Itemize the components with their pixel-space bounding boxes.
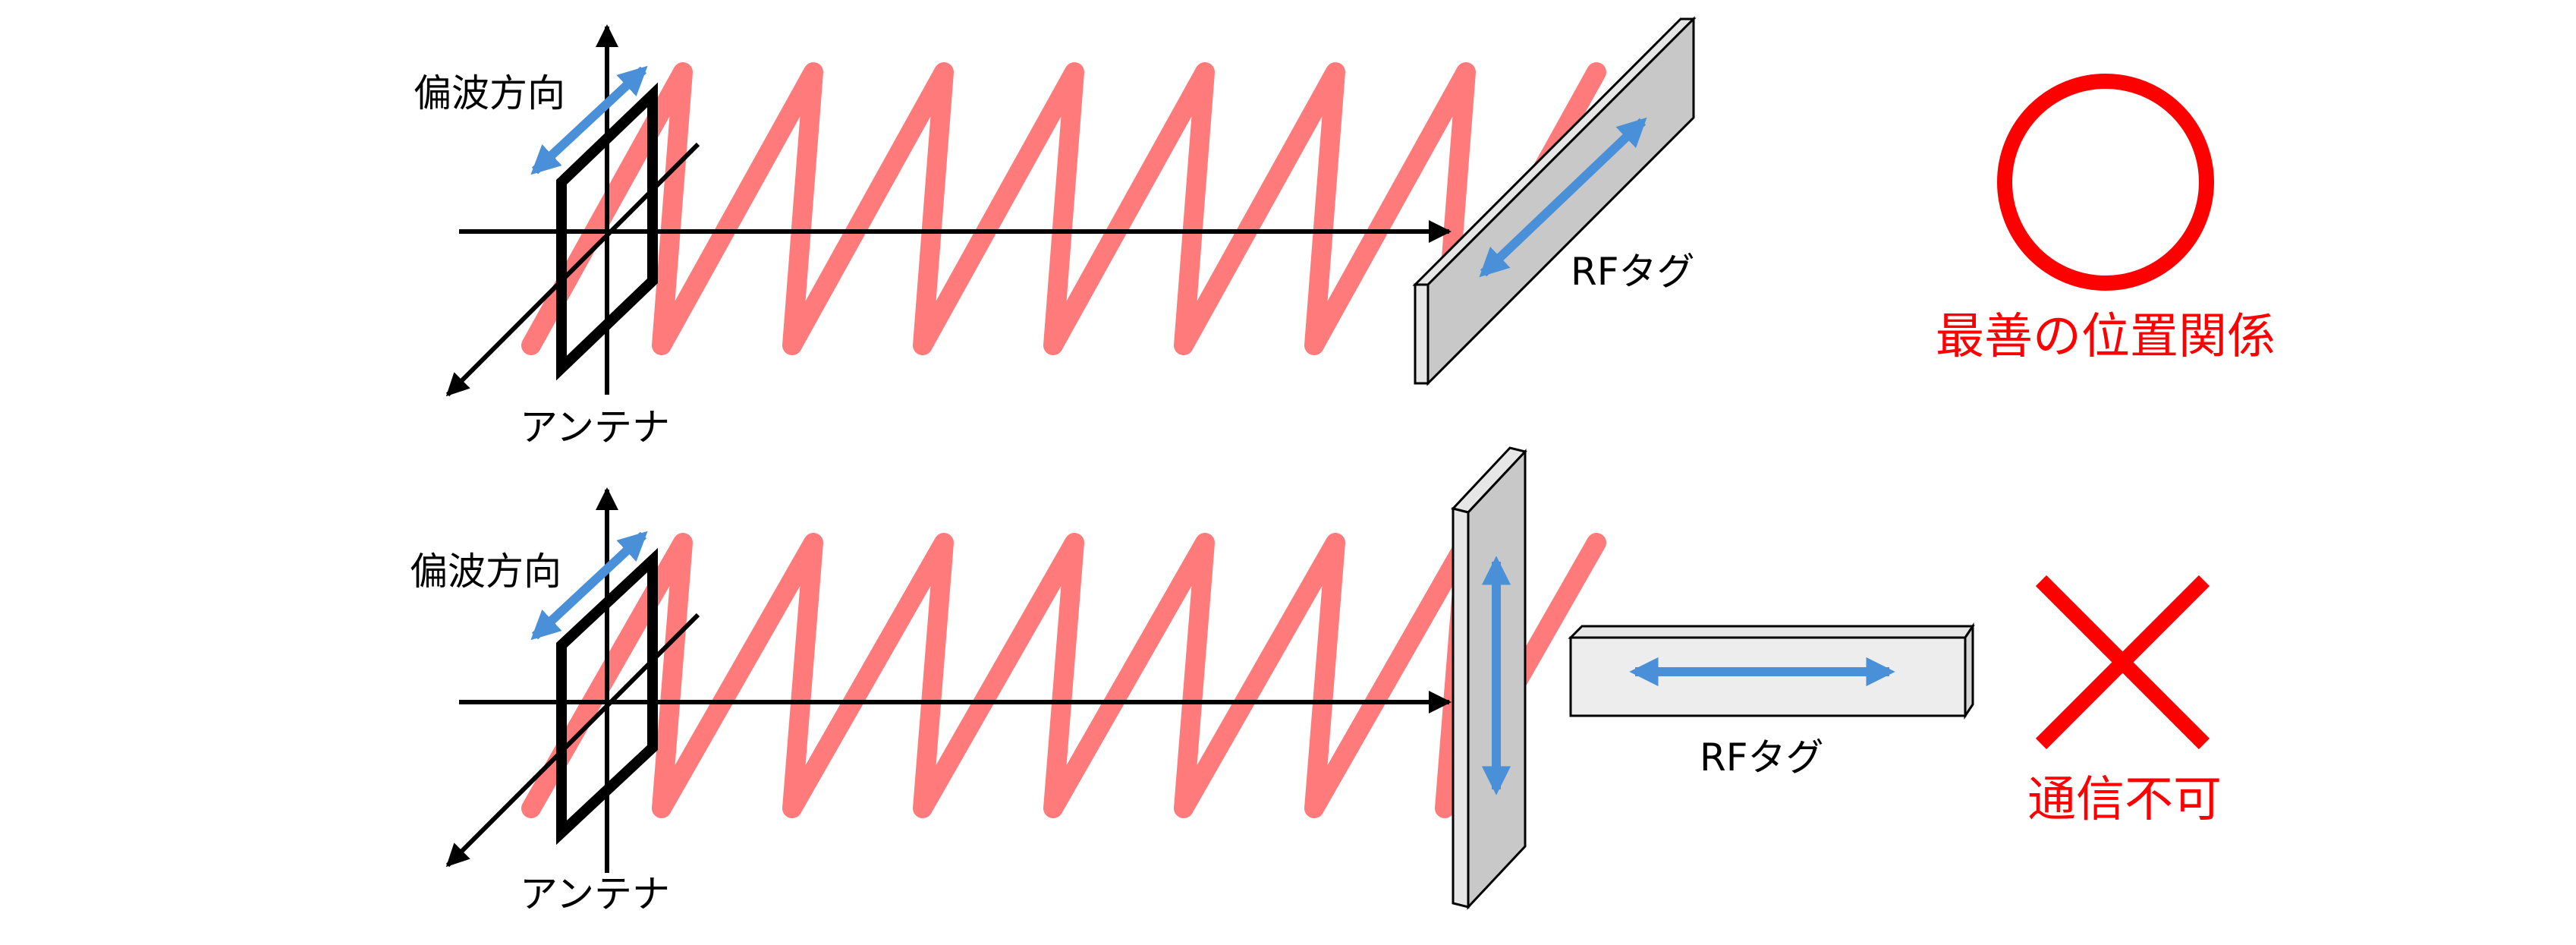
vertical-plate-bottom [1451, 446, 1527, 910]
tag-label-bottom: RFタグ [1700, 736, 1824, 780]
rf-tag-top [1412, 16, 1697, 386]
polarization-arrow-top [530, 65, 648, 175]
result-label-bottom: 通信不可 [2027, 772, 2222, 828]
polarization-arrow-bottom [530, 531, 648, 641]
circle-icon [1997, 74, 2214, 291]
bottom-panel: 偏波方向 アンテナ RFタグ 通信不可 [410, 446, 2222, 916]
polarization-label-bottom: 偏波方向 [410, 550, 561, 594]
top-panel: 偏波方向 アンテナ RFタグ 最善の位置関係 [414, 16, 2276, 449]
antenna-label-top: アンテナ [520, 405, 670, 449]
polarization-label-top: 偏波方向 [414, 71, 565, 115]
tag-orientation-arrow-top [1479, 117, 1647, 278]
antenna-label-bottom: アンテナ [520, 872, 670, 916]
wave-bottom [521, 533, 1606, 818]
wave-top [521, 62, 1606, 355]
cross-icon [2035, 575, 2210, 750]
result-label-top: 最善の位置関係 [1936, 309, 2276, 365]
tag-label-top: RFタグ [1571, 250, 1695, 294]
rf-tag-bottom [1568, 622, 1975, 720]
